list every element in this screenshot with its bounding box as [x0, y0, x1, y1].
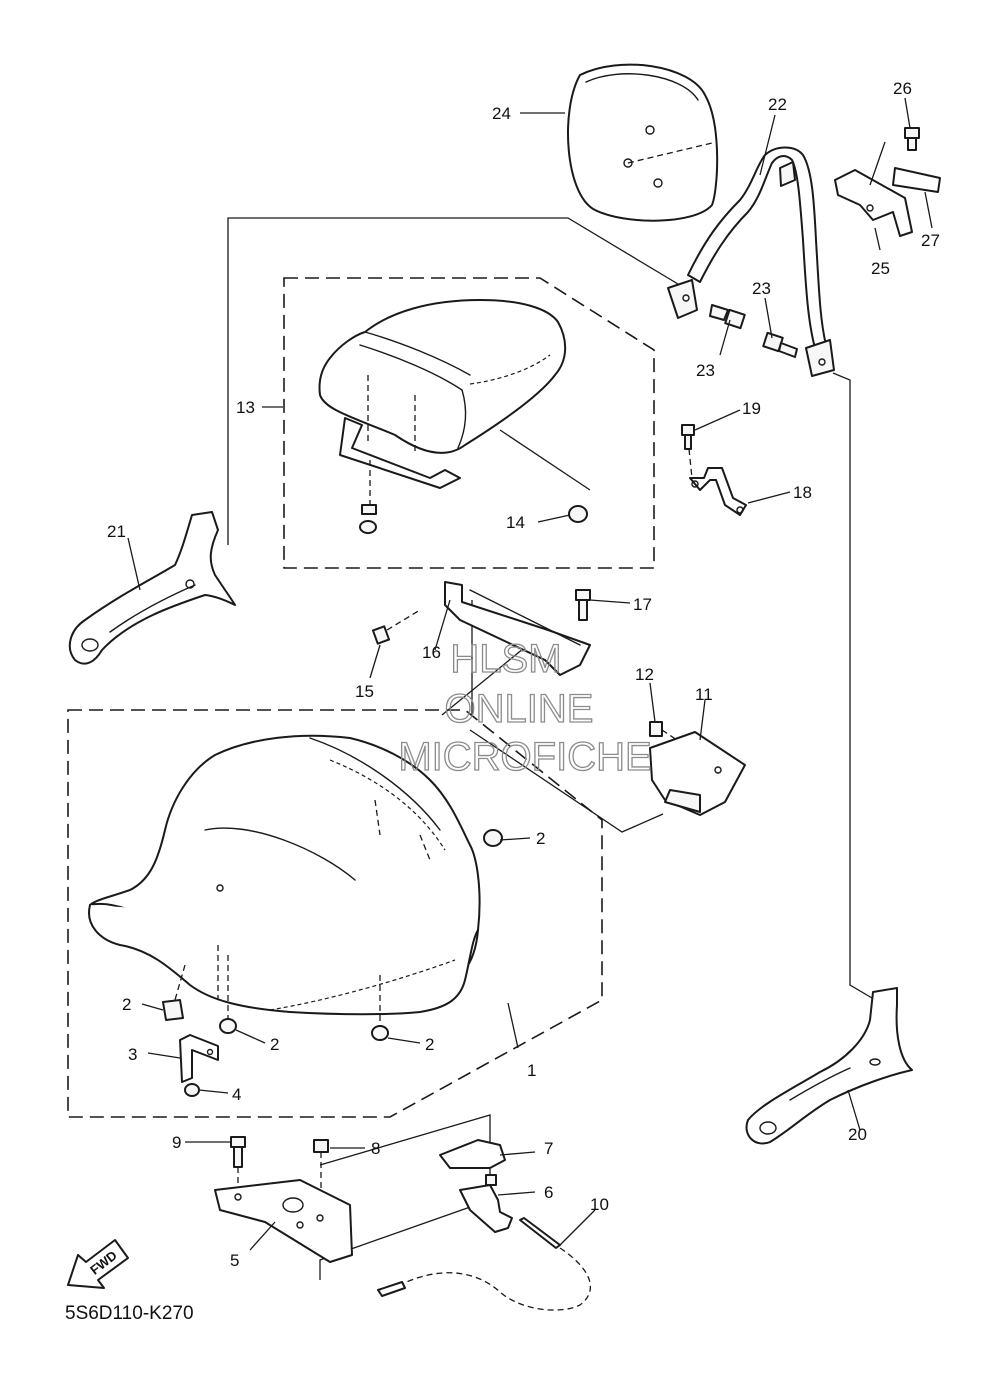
bolt-23-upper	[709, 304, 746, 330]
bolt-15	[371, 609, 421, 645]
guide-line-22-to-20	[832, 372, 873, 999]
callout-leaders	[127, 97, 933, 1251]
rider-seat-1	[88, 734, 481, 1025]
callout-19: 19	[742, 399, 761, 418]
callout-9: 9	[172, 1133, 181, 1152]
side-bracket-21	[68, 511, 236, 665]
callout-11: 11	[695, 685, 713, 704]
watermark: HLSM ONLINE MICROFICHE	[398, 636, 653, 779]
cover-7	[439, 1139, 506, 1169]
nut-13-left	[359, 504, 377, 534]
callout-14: 14	[506, 513, 525, 532]
nut-4	[184, 1083, 200, 1097]
callout-2-right: 2	[425, 1035, 434, 1054]
callout-2-middle: 2	[270, 1035, 279, 1054]
nut-14	[568, 505, 588, 523]
bolt-19	[681, 424, 695, 479]
callout-27: 27	[921, 231, 940, 250]
passenger-seat-assembly-box	[283, 277, 655, 569]
callout-22: 22	[768, 95, 787, 114]
callout-25: 25	[871, 259, 890, 278]
callout-13: 13	[236, 398, 255, 417]
callout-2-left: 2	[122, 995, 131, 1014]
watermark-line-2: ONLINE	[445, 687, 594, 731]
callout-4: 4	[232, 1085, 241, 1104]
callout-24: 24	[492, 104, 511, 123]
bolt-17	[575, 589, 591, 621]
nut-2-middle	[219, 1018, 237, 1034]
forward-arrow-icon: FWD	[67, 1239, 129, 1289]
backrest-bar-22	[667, 146, 835, 377]
callout-7: 7	[544, 1139, 553, 1158]
nut-2-right	[371, 1025, 389, 1041]
callout-23-upper: 23	[752, 279, 771, 298]
bracket-3	[179, 1034, 219, 1083]
bracket-11	[649, 731, 746, 816]
guide-line-13-to-16	[499, 429, 591, 491]
passenger-seat-13	[318, 299, 567, 505]
callout-10: 10	[590, 1195, 609, 1214]
watermark-line-3: MICROFICHE	[398, 735, 651, 779]
lock-6	[459, 1174, 513, 1233]
callout-numbers: 24 22 26 27 25 23 23 19 18 13 14 21 17 1…	[107, 79, 940, 1270]
cable-10	[377, 1217, 591, 1311]
cover-27	[892, 167, 941, 193]
callout-20: 20	[848, 1125, 867, 1144]
callout-18: 18	[793, 483, 812, 502]
callout-1: 1	[527, 1061, 536, 1080]
callout-2-upper: 2	[536, 829, 545, 848]
callout-21: 21	[107, 522, 126, 541]
callout-16: 16	[422, 643, 441, 662]
nut-2-upper	[483, 829, 503, 847]
side-bracket-20	[745, 987, 913, 1145]
guide-line-21-to-22	[227, 217, 684, 545]
callout-5: 5	[230, 1251, 239, 1270]
callout-17: 17	[633, 595, 652, 614]
nut-2-left	[162, 999, 184, 1021]
callout-26: 26	[893, 79, 912, 98]
bracket-25	[834, 169, 913, 237]
diagram-code: 5S6D110-K270	[65, 1303, 194, 1324]
backrest-pad-24	[567, 63, 719, 222]
callout-23-lower: 23	[696, 361, 715, 380]
bolt-26	[904, 127, 920, 151]
plate-5	[214, 1179, 353, 1263]
callout-3: 3	[128, 1045, 137, 1064]
callout-8: 8	[371, 1139, 380, 1158]
watermark-line-1: HLSM	[450, 637, 561, 681]
guide-line-seat-to-11	[469, 729, 664, 833]
bracket-18	[689, 467, 747, 516]
callout-12: 12	[635, 665, 654, 684]
bolt-23-lower	[762, 331, 798, 358]
callout-15: 15	[355, 682, 374, 701]
bracket-16	[444, 581, 591, 676]
callout-6: 6	[544, 1183, 553, 1202]
